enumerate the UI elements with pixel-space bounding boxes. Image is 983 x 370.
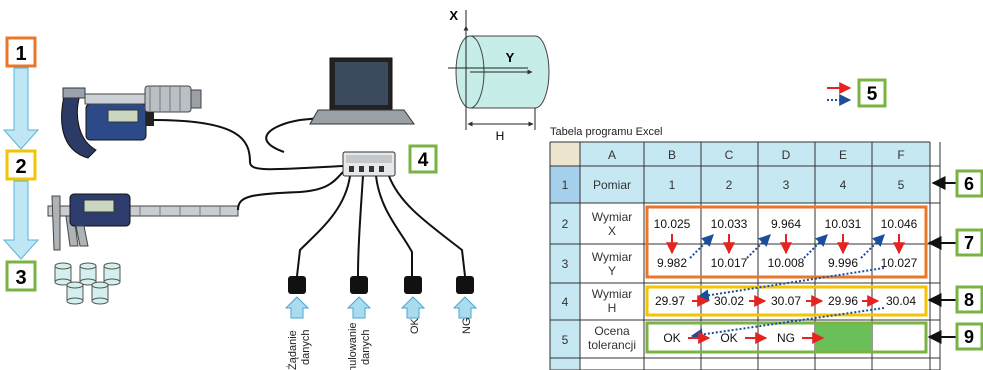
switch-anulowanie: nulowanie danych	[346, 276, 372, 370]
ocena-value-2: OK	[720, 331, 737, 345]
pomiar-3: 3	[783, 178, 790, 192]
y-value-1: 9.982	[657, 256, 687, 270]
svg-text:3: 3	[15, 267, 26, 289]
red-arrows-horizontal	[688, 295, 880, 344]
label-wymiar-x-line2: X	[608, 224, 616, 238]
pomiar-5: 5	[898, 178, 905, 192]
badge-6: 6	[931, 169, 983, 198]
svg-text:nulowanie: nulowanie	[347, 322, 359, 370]
svg-text:danych: danych	[360, 330, 372, 365]
svg-text:Y: Y	[506, 50, 515, 65]
h-value-4: 29.96	[828, 294, 858, 308]
pomiar-1: 1	[669, 178, 676, 192]
flow-arrow-down-1	[2, 67, 40, 150]
label-wymiar-h-line1: Wymiar	[592, 287, 633, 301]
svg-text:danych: danych	[300, 330, 312, 365]
y-value-5: 10.027	[881, 256, 918, 270]
svg-text:NG: NG	[461, 318, 473, 335]
row-header-2: 2	[562, 217, 569, 231]
col-header-d: D	[782, 148, 791, 162]
caliper-icon	[47, 193, 239, 251]
label-wymiar-x-line1: Wymiar	[592, 210, 633, 224]
h-value-1: 29.97	[655, 294, 685, 308]
samples-icon	[54, 262, 121, 305]
label-pomiar: Pomiar	[593, 178, 631, 192]
svg-text:4: 4	[418, 150, 429, 171]
cables	[153, 117, 466, 277]
h-value-5: 30.04	[886, 294, 916, 308]
col-header-b: B	[668, 148, 676, 162]
svg-text:2: 2	[15, 156, 26, 178]
arrow-legend: 5	[827, 78, 887, 108]
ocena-value-3: NG	[777, 331, 795, 345]
svg-text:9: 9	[964, 327, 974, 347]
svg-text:7: 7	[964, 233, 974, 253]
label-wymiar-y-line1: Wymiar	[592, 250, 633, 264]
badge-7: 7	[927, 228, 983, 257]
blue-arrows-y-to-x	[689, 234, 885, 341]
red-arrows-x-to-y	[666, 234, 905, 255]
badge-8: 8	[927, 285, 983, 314]
h-value-2: 30.02	[714, 294, 744, 308]
svg-text:Żądanie: Żądanie	[286, 330, 299, 370]
x-value-4: 10.031	[825, 217, 862, 231]
row-header-4: 4	[562, 295, 569, 309]
step-4-badge: 4	[408, 144, 438, 174]
switch-ng: NG	[452, 276, 478, 335]
svg-text:X: X	[449, 8, 458, 23]
svg-text:1: 1	[15, 43, 26, 65]
ocena-value-1: OK	[663, 331, 680, 345]
y-value-4: 9.996	[828, 256, 858, 270]
label-wymiar-h-line2: H	[608, 301, 617, 315]
laptop-icon	[309, 57, 415, 125]
col-header-e: E	[839, 148, 847, 162]
x-value-1: 10.025	[654, 217, 691, 231]
col-header-f: F	[897, 148, 904, 162]
flow-step-1-badge: 1	[5, 36, 37, 68]
flow-step-2-badge: 2	[5, 149, 37, 181]
x-value-5: 10.046	[881, 217, 918, 231]
y-value-3: 10.008	[768, 256, 805, 270]
row-header-1: 1	[562, 178, 569, 192]
svg-text:OK: OK	[409, 317, 421, 334]
y-value-2: 10.017	[711, 256, 748, 270]
multiplexer-icon	[342, 151, 396, 177]
svg-text:5: 5	[867, 84, 878, 105]
flow-arrow-down-2	[2, 180, 40, 260]
flow-step-3-badge: 3	[5, 260, 37, 292]
switch-zadanie: Żądanie danych	[284, 276, 312, 370]
row-header-3: 3	[562, 257, 569, 271]
label-ocena-line1: Ocena	[594, 324, 630, 338]
x-value-3: 9.964	[771, 217, 801, 231]
label-wymiar-y-line2: Y	[608, 264, 616, 278]
svg-text:H: H	[496, 129, 505, 143]
h-value-3: 30.07	[771, 294, 801, 308]
micrometer-icon	[61, 85, 202, 159]
cylinder-diagram: X Y H	[448, 8, 550, 143]
x-value-2: 10.033	[711, 217, 748, 231]
switch-ok: OK	[400, 276, 426, 334]
excel-caption: Tabela programu Excel	[550, 126, 663, 138]
row-header-5: 5	[562, 333, 569, 347]
col-header-a: A	[608, 148, 616, 162]
svg-text:6: 6	[964, 174, 974, 194]
col-header-c: C	[725, 148, 734, 162]
pomiar-2: 2	[726, 178, 733, 192]
badge-9: 9	[927, 322, 983, 351]
pomiar-4: 4	[840, 178, 847, 192]
svg-text:8: 8	[964, 290, 974, 310]
label-ocena-line2: tolerancji	[588, 338, 636, 352]
